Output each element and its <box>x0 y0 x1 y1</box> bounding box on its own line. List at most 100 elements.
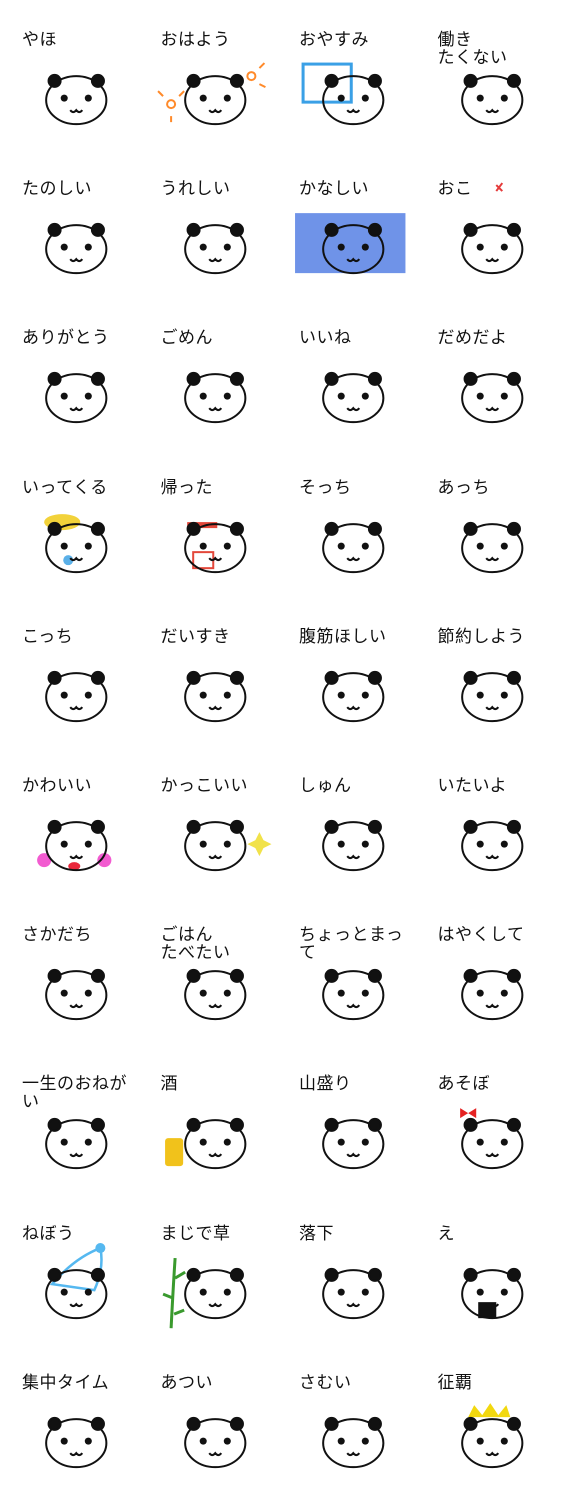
sticker-cell[interactable]: 節約しよう <box>420 601 559 750</box>
panda-blue-scribble-drawing <box>295 213 406 275</box>
panda-hungry-drawing <box>183 969 246 1021</box>
panda-angry-drawing <box>460 182 523 275</box>
panda-focus-drawing <box>45 1416 108 1468</box>
sticker-label: え <box>437 1223 455 1244</box>
panda-nightcap-drawing <box>45 1242 108 1319</box>
panda-belly-drawing <box>322 670 385 722</box>
sticker-cell[interactable]: ごはん たべたい <box>143 899 282 1048</box>
sticker-cell[interactable]: あっち <box>420 452 559 601</box>
sticker-cell[interactable]: だめだよ <box>420 302 559 451</box>
sticker-cell[interactable]: 山盛り <box>281 1048 420 1197</box>
panda-plead-drawing <box>45 1118 108 1170</box>
sticker-cell[interactable]: おやすみ <box>281 4 420 153</box>
sticker-label: あそぼ <box>437 1074 490 1095</box>
sticker-label: 集中タイム <box>22 1372 110 1393</box>
sticker-label: あつい <box>160 1372 213 1393</box>
sticker-cell[interactable]: こっち <box>4 601 143 750</box>
panda-face-drawing <box>45 73 108 126</box>
sticker-label: 働き たくない <box>437 30 508 68</box>
sticker-label: 酒 <box>160 1074 178 1095</box>
sticker-cell[interactable]: ねぼう <box>4 1198 143 1347</box>
sticker-cell[interactable]: たのしい <box>4 153 143 302</box>
sticker-cell[interactable]: いってくる <box>4 452 143 601</box>
sticker-label: さむい <box>299 1372 352 1393</box>
sticker-cell[interactable]: 腹筋ほしい <box>281 601 420 750</box>
panda-pair-drawing <box>459 1108 523 1170</box>
panda-thumbs-drawing <box>322 372 385 424</box>
sticker-cell[interactable]: しゅん <box>281 750 420 899</box>
sticker-cell[interactable]: そっち <box>281 452 420 601</box>
sticker-cell[interactable]: はやくして <box>420 899 559 1048</box>
panda-point-left-drawing <box>322 521 385 573</box>
sticker-cell[interactable]: 一生のおねがい <box>4 1048 143 1197</box>
sticker-cell[interactable]: さむい <box>281 1347 420 1496</box>
sticker-cell[interactable]: うれしい <box>143 153 282 302</box>
sticker-label: やほ <box>22 30 57 50</box>
sticker-cell[interactable]: ありがとう <box>4 302 143 451</box>
panda-bed-drawing <box>301 62 385 126</box>
sticker-label: ちょっとまって <box>299 925 404 964</box>
sticker-cell[interactable]: おこ <box>420 153 559 302</box>
panda-sun-drawing <box>156 62 266 126</box>
sticker-label: おこ <box>437 179 473 200</box>
sticker-label: ありがとう <box>22 328 110 349</box>
sticker-cell[interactable]: 落下 <box>281 1198 420 1347</box>
sticker-cell[interactable]: あつい <box>143 1347 282 1496</box>
sticker-cell[interactable]: いたいよ <box>420 750 559 899</box>
sticker-label: そっち <box>299 477 352 498</box>
sticker-cell[interactable]: 働き たくない <box>420 4 559 153</box>
sticker-label: 帰った <box>160 477 213 498</box>
panda-hat-drawing <box>44 513 108 573</box>
sticker-cell[interactable]: 集中タイム <box>4 1347 143 1496</box>
sticker-cell[interactable]: え <box>420 1198 559 1347</box>
sticker-cell[interactable]: まじで草 <box>143 1198 282 1347</box>
sticker-label: 節約しよう <box>437 626 525 647</box>
sticker-label: たのしい <box>22 179 92 200</box>
panda-blush-drawing <box>37 819 112 872</box>
sticker-label: だいすき <box>160 626 231 647</box>
sticker-label: かなしい <box>299 179 369 200</box>
panda-hurry-drawing <box>460 969 523 1021</box>
sticker-cell[interactable]: ごめん <box>143 302 282 451</box>
panda-wait-drawing <box>322 969 385 1021</box>
sticker-label: 落下 <box>299 1223 334 1244</box>
sticker-cell[interactable]: 征覇 <box>420 1347 559 1496</box>
sticker-cell[interactable]: いいね <box>281 302 420 451</box>
sticker-label: いってくる <box>22 477 108 498</box>
panda-rice-drawing <box>322 1118 385 1170</box>
sticker-label: ごはん たべたい <box>160 925 231 964</box>
sticker-label: さかだち <box>22 925 92 946</box>
sticker-label: いたいよ <box>437 775 508 796</box>
sticker-grid: やほ おはよう おやすみ 働き たくない たのしい うれしい か <box>4 4 558 1496</box>
sticker-label: かっこいい <box>160 775 248 796</box>
panda-heart-drawing <box>45 372 108 424</box>
panda-beer-drawing <box>164 1118 246 1170</box>
panda-hurt-drawing <box>460 819 523 872</box>
panda-jump-drawing <box>183 223 246 275</box>
sticker-label: 腹筋ほしい <box>299 626 387 647</box>
sticker-label: はやくして <box>437 925 525 946</box>
sticker-label: まじで草 <box>160 1223 231 1244</box>
sticker-label: ごめん <box>160 328 213 349</box>
sticker-label: おはよう <box>160 30 231 50</box>
sticker-label: ねぼう <box>22 1223 75 1244</box>
panda-thin-drawing <box>460 670 523 722</box>
sticker-cell[interactable]: かっこいい <box>143 750 282 899</box>
sticker-cell[interactable]: あそぼ <box>420 1048 559 1197</box>
sticker-cell[interactable]: ちょっとまって <box>281 899 420 1048</box>
panda-hot-drawing <box>183 1416 246 1468</box>
panda-big-mouth-drawing <box>45 670 108 722</box>
sticker-label: おやすみ <box>299 30 369 50</box>
sticker-cell[interactable]: 酒 <box>143 1048 282 1197</box>
sticker-cell[interactable]: だいすき <box>143 601 282 750</box>
sticker-label: あっち <box>437 477 490 498</box>
sticker-cell[interactable]: やほ <box>4 4 143 153</box>
sticker-cell[interactable]: おはよう <box>143 4 282 153</box>
sticker-cell[interactable]: かわいい <box>4 750 143 899</box>
panda-cold-drawing <box>322 1416 385 1468</box>
sticker-cell[interactable]: 帰った <box>143 452 282 601</box>
panda-fall-drawing <box>322 1267 385 1319</box>
sticker-cell[interactable]: かなしい <box>281 153 420 302</box>
sticker-cell[interactable]: さかだち <box>4 899 143 1048</box>
sticker-label: いいね <box>299 328 352 349</box>
